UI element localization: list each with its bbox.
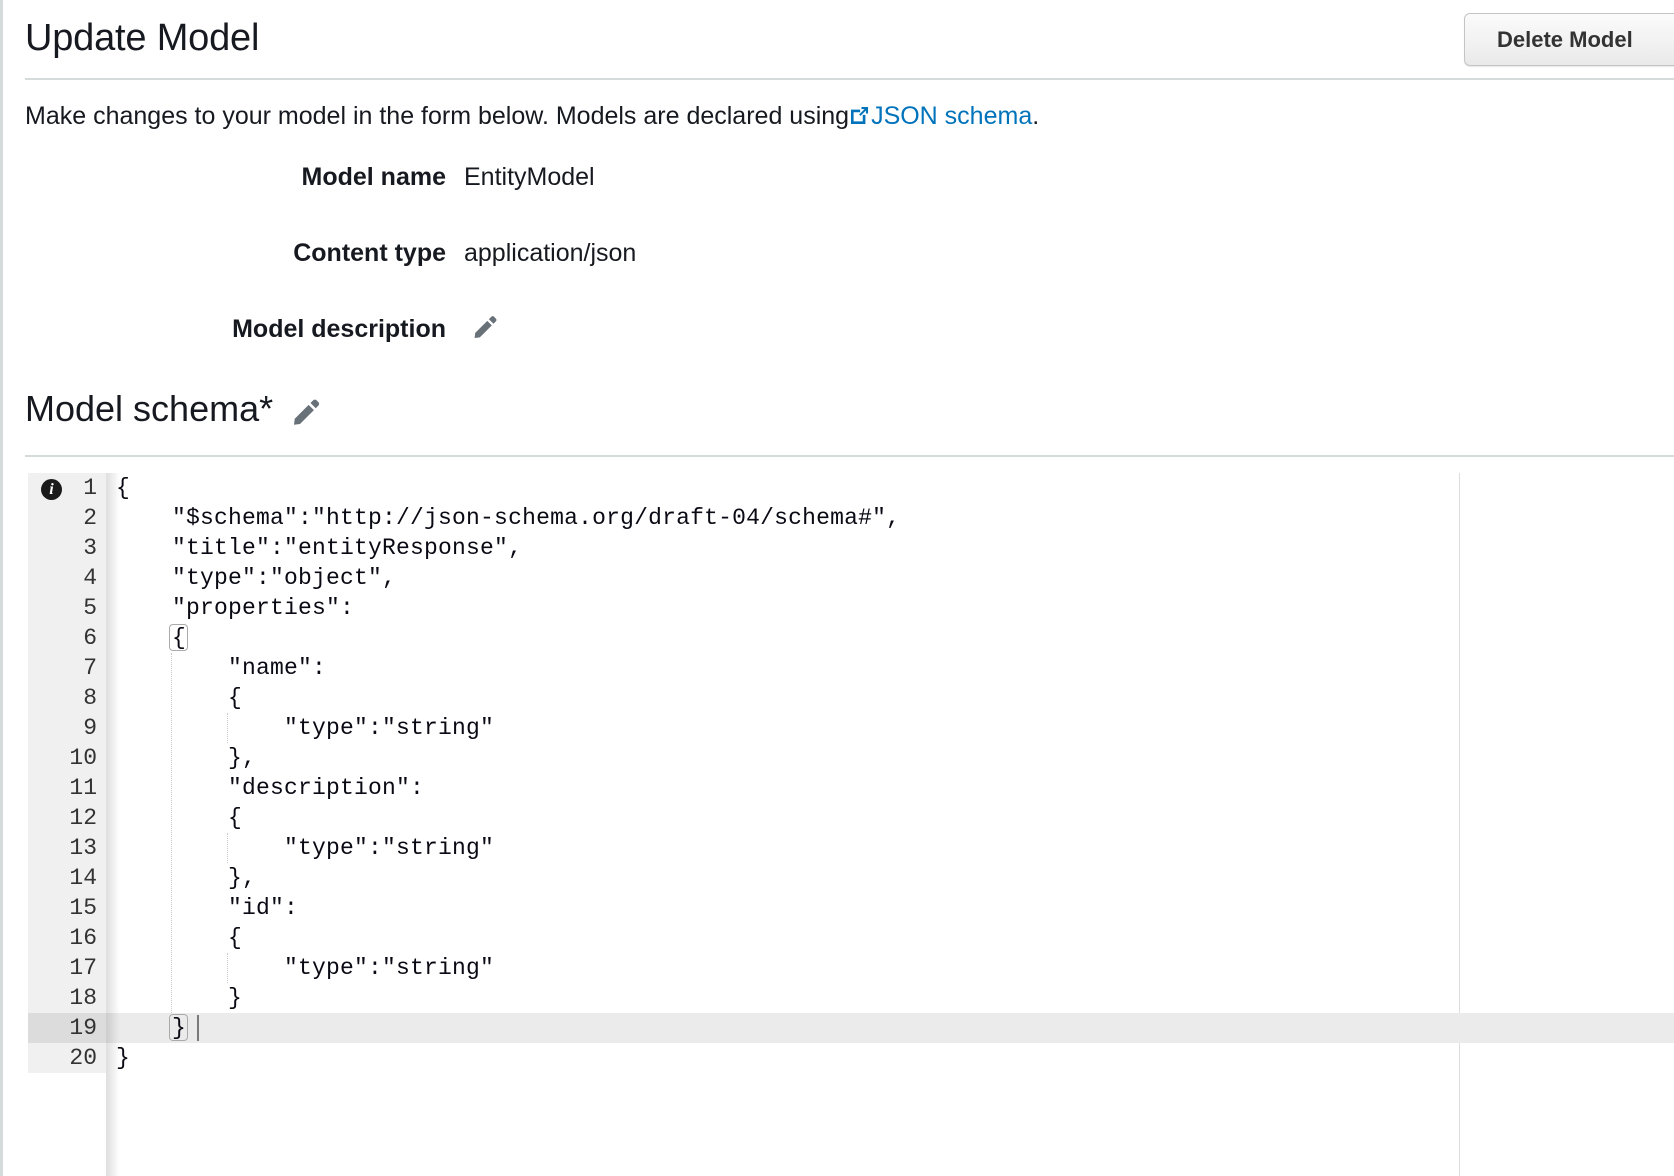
content-type-label: Content type — [3, 236, 464, 270]
model-name-value: EntityModel — [464, 160, 595, 194]
model-description-edit-pencil-icon[interactable] — [472, 314, 498, 340]
code-text: }, — [106, 863, 1674, 893]
line-number: 19 — [28, 1013, 106, 1043]
page-header: Update Model Delete Model — [3, 0, 1674, 78]
line-number: 14 — [28, 863, 106, 893]
model-schema-code-editor[interactable]: 1i{2 "$schema":"http://json-schema.org/d… — [28, 473, 1674, 1176]
code-line[interactable]: 6 { — [28, 623, 1674, 653]
code-line[interactable]: 7 "name": — [28, 653, 1674, 683]
line-number: 13 — [28, 833, 106, 863]
schema-divider — [25, 455, 1674, 457]
line-number: 5 — [28, 593, 106, 623]
intro-text: Make changes to your model in the form b… — [25, 99, 1039, 133]
model-name-label: Model name — [3, 160, 464, 194]
line-number: 15 — [28, 893, 106, 923]
code-text: "type":"object", — [106, 563, 1674, 593]
line-number: 7 — [28, 653, 106, 683]
code-text: "properties": — [106, 593, 1674, 623]
line-number: 2 — [28, 503, 106, 533]
intro-text-after: . — [1032, 99, 1039, 133]
code-line[interactable]: 3 "title":"entityResponse", — [28, 533, 1674, 563]
code-text: } — [106, 1043, 1674, 1073]
line-number: 20 — [28, 1043, 106, 1073]
code-line[interactable]: 16 { — [28, 923, 1674, 953]
code-line[interactable]: 14 }, — [28, 863, 1674, 893]
model-form: Model name EntityModel Content type appl… — [3, 160, 1674, 388]
code-text: "$schema":"http://json-schema.org/draft-… — [106, 503, 1674, 533]
model-description-label: Model description — [3, 312, 464, 346]
code-text: } — [106, 1013, 1674, 1043]
code-text: "type":"string" — [106, 953, 1674, 983]
content-type-text: application/json — [464, 236, 636, 270]
code-line[interactable]: 18 } — [28, 983, 1674, 1013]
code-text: }, — [106, 743, 1674, 773]
code-text: "type":"string" — [106, 833, 1674, 863]
line-number: 4 — [28, 563, 106, 593]
json-schema-link-label: JSON schema — [871, 99, 1032, 133]
model-schema-edit-pencil-icon[interactable] — [291, 397, 321, 427]
code-line[interactable]: 13 "type":"string" — [28, 833, 1674, 863]
page-title: Update Model — [25, 18, 259, 60]
code-text: "description": — [106, 773, 1674, 803]
intro-text-before: Make changes to your model in the form b… — [25, 99, 849, 133]
line-number: 8 — [28, 683, 106, 713]
code-text: "name": — [106, 653, 1674, 683]
line-number: 1i — [28, 473, 106, 503]
text-cursor — [197, 1015, 199, 1041]
code-text: } — [106, 983, 1674, 1013]
form-row-model-name: Model name EntityModel — [3, 160, 1674, 236]
code-line[interactable]: 9 "type":"string" — [28, 713, 1674, 743]
line-number: 3 — [28, 533, 106, 563]
code-line[interactable]: 10 }, — [28, 743, 1674, 773]
content-type-value: application/json — [464, 236, 636, 270]
code-text: { — [106, 683, 1674, 713]
code-line[interactable]: 5 "properties": — [28, 593, 1674, 623]
code-text: "id": — [106, 893, 1674, 923]
line-number: 10 — [28, 743, 106, 773]
line-number: 9 — [28, 713, 106, 743]
code-text: { — [106, 923, 1674, 953]
model-schema-heading: Model schema* — [25, 388, 321, 429]
code-line[interactable]: 19 } — [28, 1013, 1674, 1043]
code-lines: 1i{2 "$schema":"http://json-schema.org/d… — [28, 473, 1674, 1073]
line-number: 6 — [28, 623, 106, 653]
line-number: 11 — [28, 773, 106, 803]
model-schema-heading-text: Model schema* — [25, 388, 273, 429]
line-number: 17 — [28, 953, 106, 983]
code-text: "type":"string" — [106, 713, 1674, 743]
external-link-icon — [849, 101, 870, 122]
info-icon[interactable]: i — [41, 479, 62, 500]
code-line[interactable]: 2 "$schema":"http://json-schema.org/draf… — [28, 503, 1674, 533]
delete-model-button[interactable]: Delete Model — [1464, 13, 1674, 66]
header-divider — [25, 78, 1674, 80]
code-line[interactable]: 4 "type":"object", — [28, 563, 1674, 593]
model-name-text: EntityModel — [464, 160, 595, 194]
code-line[interactable]: 11 "description": — [28, 773, 1674, 803]
code-text: { — [106, 803, 1674, 833]
model-description-value — [464, 312, 498, 338]
form-row-model-description: Model description — [3, 312, 1674, 388]
line-number: 12 — [28, 803, 106, 833]
code-line[interactable]: 1i{ — [28, 473, 1674, 503]
json-schema-link[interactable]: JSON schema — [849, 99, 1032, 133]
code-text: "title":"entityResponse", — [106, 533, 1674, 563]
code-text: { — [106, 473, 1674, 503]
code-line[interactable]: 20} — [28, 1043, 1674, 1073]
code-text: { — [106, 623, 1674, 653]
code-line[interactable]: 17 "type":"string" — [28, 953, 1674, 983]
line-number: 18 — [28, 983, 106, 1013]
code-line[interactable]: 8 { — [28, 683, 1674, 713]
code-line[interactable]: 12 { — [28, 803, 1674, 833]
line-number: 16 — [28, 923, 106, 953]
form-row-content-type: Content type application/json — [3, 236, 1674, 312]
code-line[interactable]: 15 "id": — [28, 893, 1674, 923]
